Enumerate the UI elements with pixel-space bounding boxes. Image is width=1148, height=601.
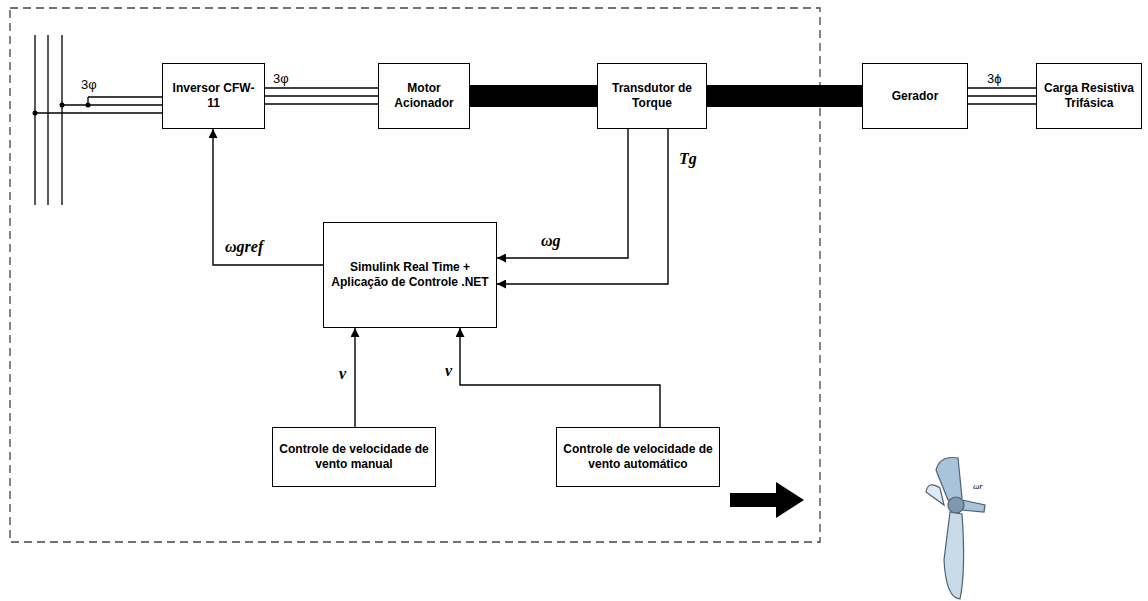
signal-label: Tg xyxy=(678,150,698,168)
rotor-speed-label: ωr xyxy=(972,482,984,492)
connector-path xyxy=(497,129,668,284)
connector-path xyxy=(460,328,660,427)
signal-label: ωg xyxy=(540,232,562,250)
auto-wind-box: Controle de velocidade de vento automáti… xyxy=(556,427,720,487)
load-box: Carga Resistiva Trifásica xyxy=(1036,63,1142,129)
connector-path xyxy=(497,129,628,258)
connector-path xyxy=(265,95,378,96)
signal-label: v xyxy=(338,365,347,383)
connector-path xyxy=(968,103,1036,104)
motor-box: Motor Acionador xyxy=(378,63,470,129)
controller-box: Simulink Real Time + Aplicação de Contro… xyxy=(323,222,497,328)
connector-path xyxy=(707,85,862,107)
connector-path xyxy=(213,129,323,265)
wind-turbine xyxy=(926,458,985,600)
three-phase-line xyxy=(968,88,1036,104)
junction-dots xyxy=(33,103,91,116)
phase-label: 3φ xyxy=(80,78,98,92)
grid-bus xyxy=(35,35,162,205)
connector-path xyxy=(470,85,597,107)
torque-transducer-box: Transdutor de Torque xyxy=(597,63,707,129)
dashed-boundary xyxy=(10,8,820,542)
connector-path xyxy=(265,103,378,104)
box-label: Gerador xyxy=(892,89,939,104)
shaft-link xyxy=(470,96,597,97)
connector-path xyxy=(968,95,1036,96)
box-label: Controle de velocidade de vento manual xyxy=(279,442,429,472)
box-label: Transdutor de Torque xyxy=(604,81,700,111)
signal-arrow xyxy=(213,129,323,265)
signal-arrow xyxy=(497,129,668,284)
box-label: Simulink Real Time + Aplicação de Contro… xyxy=(330,260,490,290)
connector-path xyxy=(354,328,355,427)
box-label: Carga Resistiva Trifásica xyxy=(1043,81,1135,111)
big-arrow xyxy=(730,482,804,518)
connector-path xyxy=(968,87,1036,88)
box-label: Inversor CFW-11 xyxy=(169,81,258,111)
signal-label: 3φ xyxy=(272,72,290,86)
box-label: Controle de velocidade de vento automáti… xyxy=(563,442,713,472)
signal-arrow xyxy=(497,129,628,258)
inverter-box: Inversor CFW-11 xyxy=(162,63,265,129)
three-phase-line xyxy=(265,88,378,104)
generator-box: Gerador xyxy=(862,63,968,129)
connector-path xyxy=(265,87,378,88)
signal-arrow xyxy=(460,328,660,427)
manual-wind-box: Controle de velocidade de vento manual xyxy=(272,427,436,487)
signal-label: v xyxy=(444,362,453,380)
box-label: Motor Acionador xyxy=(385,81,463,111)
signal-label: ωgref xyxy=(224,238,264,256)
shaft-link xyxy=(707,96,862,97)
signal-label: 3ϕ xyxy=(986,72,1003,86)
signal-arrow xyxy=(355,328,356,427)
